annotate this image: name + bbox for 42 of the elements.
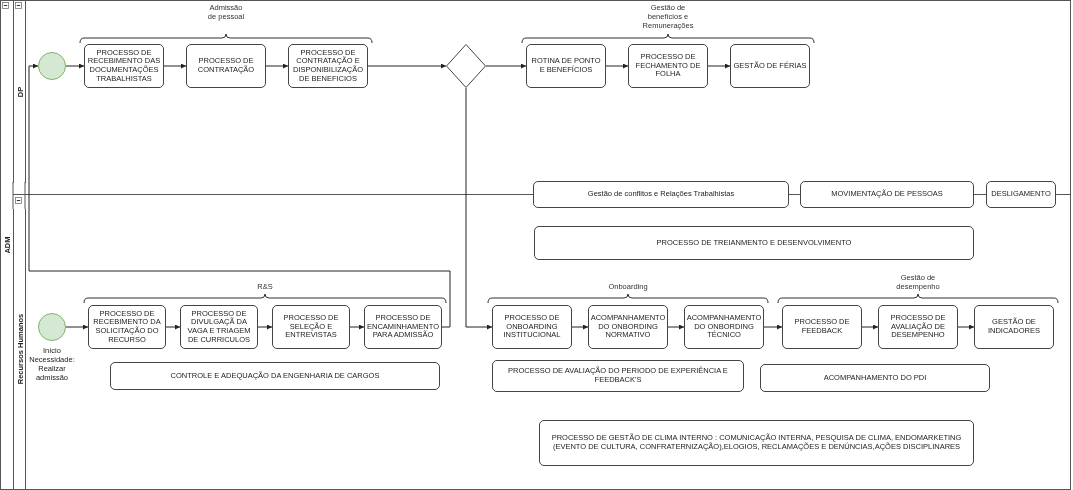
start-event-circle [38,52,66,80]
process-box [364,305,442,349]
process-box [492,360,744,392]
arrow [465,87,493,330]
process-box [628,44,708,88]
process-box [110,362,440,390]
arrow [257,324,273,330]
start-event-circle [38,313,66,341]
process-box [533,181,789,208]
process-box [684,305,764,349]
process-box [974,305,1054,349]
arrow [28,63,451,328]
process-box [539,420,974,466]
arrow [957,324,975,330]
process-box [492,305,572,349]
process-box [526,44,606,88]
arrow [65,63,85,69]
arrow [165,324,181,330]
process-box [878,305,958,349]
arrow [861,324,879,330]
arrow [367,63,447,69]
arrow [485,63,527,69]
gateway-diamond [446,44,486,88]
arrow [571,324,589,330]
arrow [763,324,783,330]
process-box [534,226,974,260]
arrow [65,324,89,330]
process-box [800,181,974,208]
process-box [186,44,266,88]
arrow [349,324,365,330]
arrow [163,63,187,69]
arrow [605,63,629,69]
arrow [265,63,289,69]
arrow [707,63,731,69]
process-box [588,305,668,349]
process-box [272,305,350,349]
process-box [730,44,810,88]
process-box [782,305,862,349]
process-box [760,364,990,392]
process-box [180,305,258,349]
process-box [986,181,1056,208]
arrow [667,324,685,330]
